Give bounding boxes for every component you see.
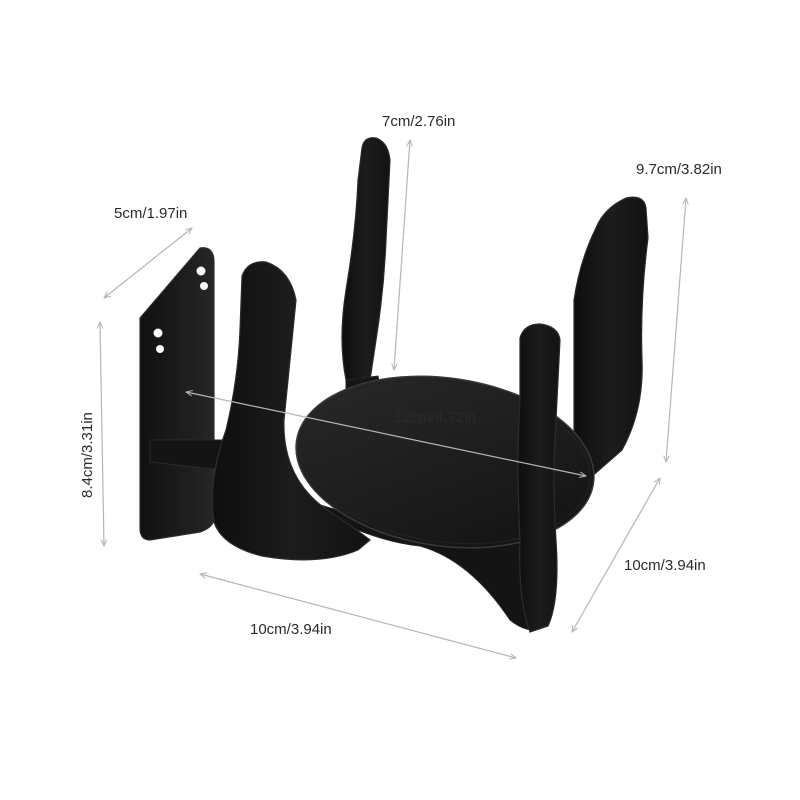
rear-prong bbox=[341, 137, 391, 381]
dim-label-platform: 12cm/4.72in bbox=[394, 409, 476, 426]
dim-label-right-prong: 9.7cm/3.82in bbox=[636, 161, 722, 178]
dim-label-width: 10cm/3.94in bbox=[250, 621, 332, 638]
dimension-lines bbox=[100, 140, 686, 658]
screw-hole bbox=[153, 328, 163, 338]
dim-label-top-prong: 7cm/2.76in bbox=[382, 113, 456, 130]
right-prong bbox=[573, 196, 649, 479]
dim-line-top-prong bbox=[394, 140, 410, 370]
dim-label-depth: 10cm/3.94in bbox=[624, 557, 706, 574]
dim-line-right-prong bbox=[666, 198, 686, 462]
dim-line-width bbox=[200, 574, 516, 658]
dim-label-wall-plate: 5cm/1.97in bbox=[114, 205, 188, 222]
screw-hole bbox=[200, 282, 208, 290]
dim-line-platform bbox=[186, 392, 586, 476]
dim-label-plate-height: 8.4cm/3.31in bbox=[79, 412, 96, 498]
dim-line-plate-height bbox=[100, 322, 104, 546]
screw-hole bbox=[156, 345, 164, 353]
dim-line-depth bbox=[572, 478, 660, 632]
dim-line-wall-plate bbox=[104, 228, 192, 298]
screw-hole bbox=[196, 266, 206, 276]
front-right-prong bbox=[517, 323, 561, 633]
